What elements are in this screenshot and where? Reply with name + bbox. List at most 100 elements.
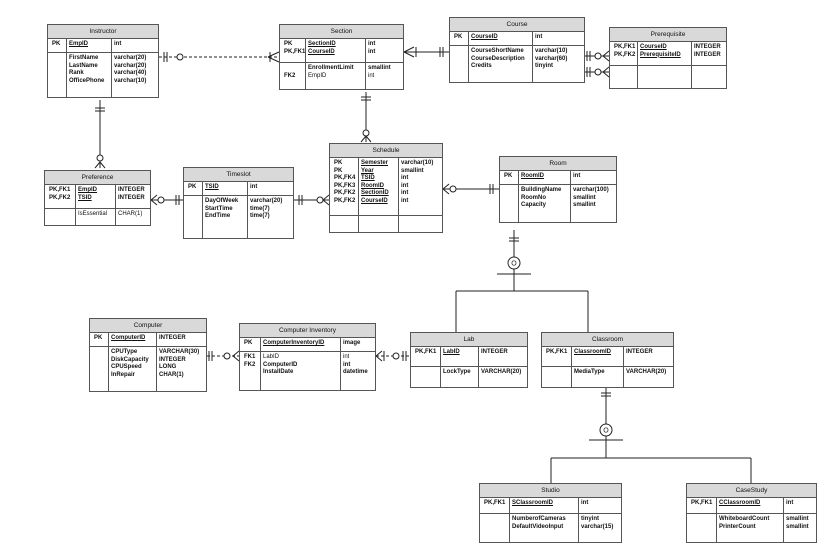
field-key <box>687 524 716 532</box>
field-key: PK,FK2 <box>614 51 636 58</box>
field-type: tinyint <box>581 516 599 522</box>
field-name: RoomID <box>521 173 544 179</box>
field-type: LONG <box>159 364 177 371</box>
field-key <box>480 524 509 532</box>
field-type: datetime <box>343 369 368 376</box>
field-name: StartTime <box>205 205 233 212</box>
field-type: INTEGER <box>159 335 186 341</box>
field-key <box>48 70 66 78</box>
field-key <box>450 56 468 64</box>
field-type: smallint <box>368 65 391 71</box>
field-name: TSID <box>205 184 219 190</box>
entity-title: Lab <box>411 333 527 347</box>
field-type: varchar(20) <box>114 62 147 69</box>
field-key <box>184 213 202 221</box>
field-key: PK <box>334 167 343 174</box>
field-key <box>450 63 468 71</box>
field-name: PrerequisiteID <box>640 51 681 58</box>
field-name: ComputerID <box>111 335 146 341</box>
field-key <box>687 516 716 524</box>
field-name: InRepair <box>111 371 136 378</box>
field-name: EmpID <box>69 41 89 47</box>
field-key: PK,FK4 <box>334 175 356 182</box>
field-name: Semester <box>361 160 389 166</box>
field-key <box>450 48 468 56</box>
field-key <box>500 195 518 203</box>
field-name: CourseShortName <box>471 48 524 54</box>
field-key: PK,FK1 <box>284 48 306 55</box>
field-key <box>542 369 571 377</box>
field-key: PK <box>284 41 293 47</box>
entity-title: Timeslot <box>184 168 293 182</box>
field-type: int <box>401 190 409 197</box>
field-type: int <box>343 361 351 368</box>
field-key <box>48 55 66 63</box>
field-name: Rank <box>69 70 84 77</box>
field-name: NumberofCameras <box>512 516 566 522</box>
entity-title: Computer <box>90 319 206 333</box>
field-name: TSID <box>78 194 92 201</box>
field-key: FK1 <box>244 354 256 360</box>
field-row: NumberofCameras tinyint <box>480 516 621 524</box>
field-type: smallint <box>573 194 596 201</box>
field-key: FK2 <box>284 72 296 79</box>
field-name: EmpID <box>78 187 98 193</box>
field-key: PK,FK1 <box>546 349 568 355</box>
field-key: PK <box>504 173 513 179</box>
field-type: int <box>786 500 794 506</box>
field-name: DayOfWeek <box>205 198 239 204</box>
field-type: INTEGER <box>481 349 508 355</box>
field-type: INTEGER <box>694 51 721 58</box>
field-type: int <box>401 197 409 204</box>
field-name: MediaType <box>574 369 605 375</box>
field-key: PK <box>454 34 463 40</box>
field-type: int <box>368 41 376 47</box>
field-name: BuildingName <box>521 187 562 193</box>
field-key <box>48 78 66 86</box>
field-name: CClassroomID <box>719 500 761 506</box>
entity-title: CaseStudy <box>687 484 816 498</box>
entity-title: Course <box>450 18 584 32</box>
field-key: PK <box>334 160 343 166</box>
field-name: EndTime <box>205 213 231 220</box>
field-key <box>45 211 75 219</box>
